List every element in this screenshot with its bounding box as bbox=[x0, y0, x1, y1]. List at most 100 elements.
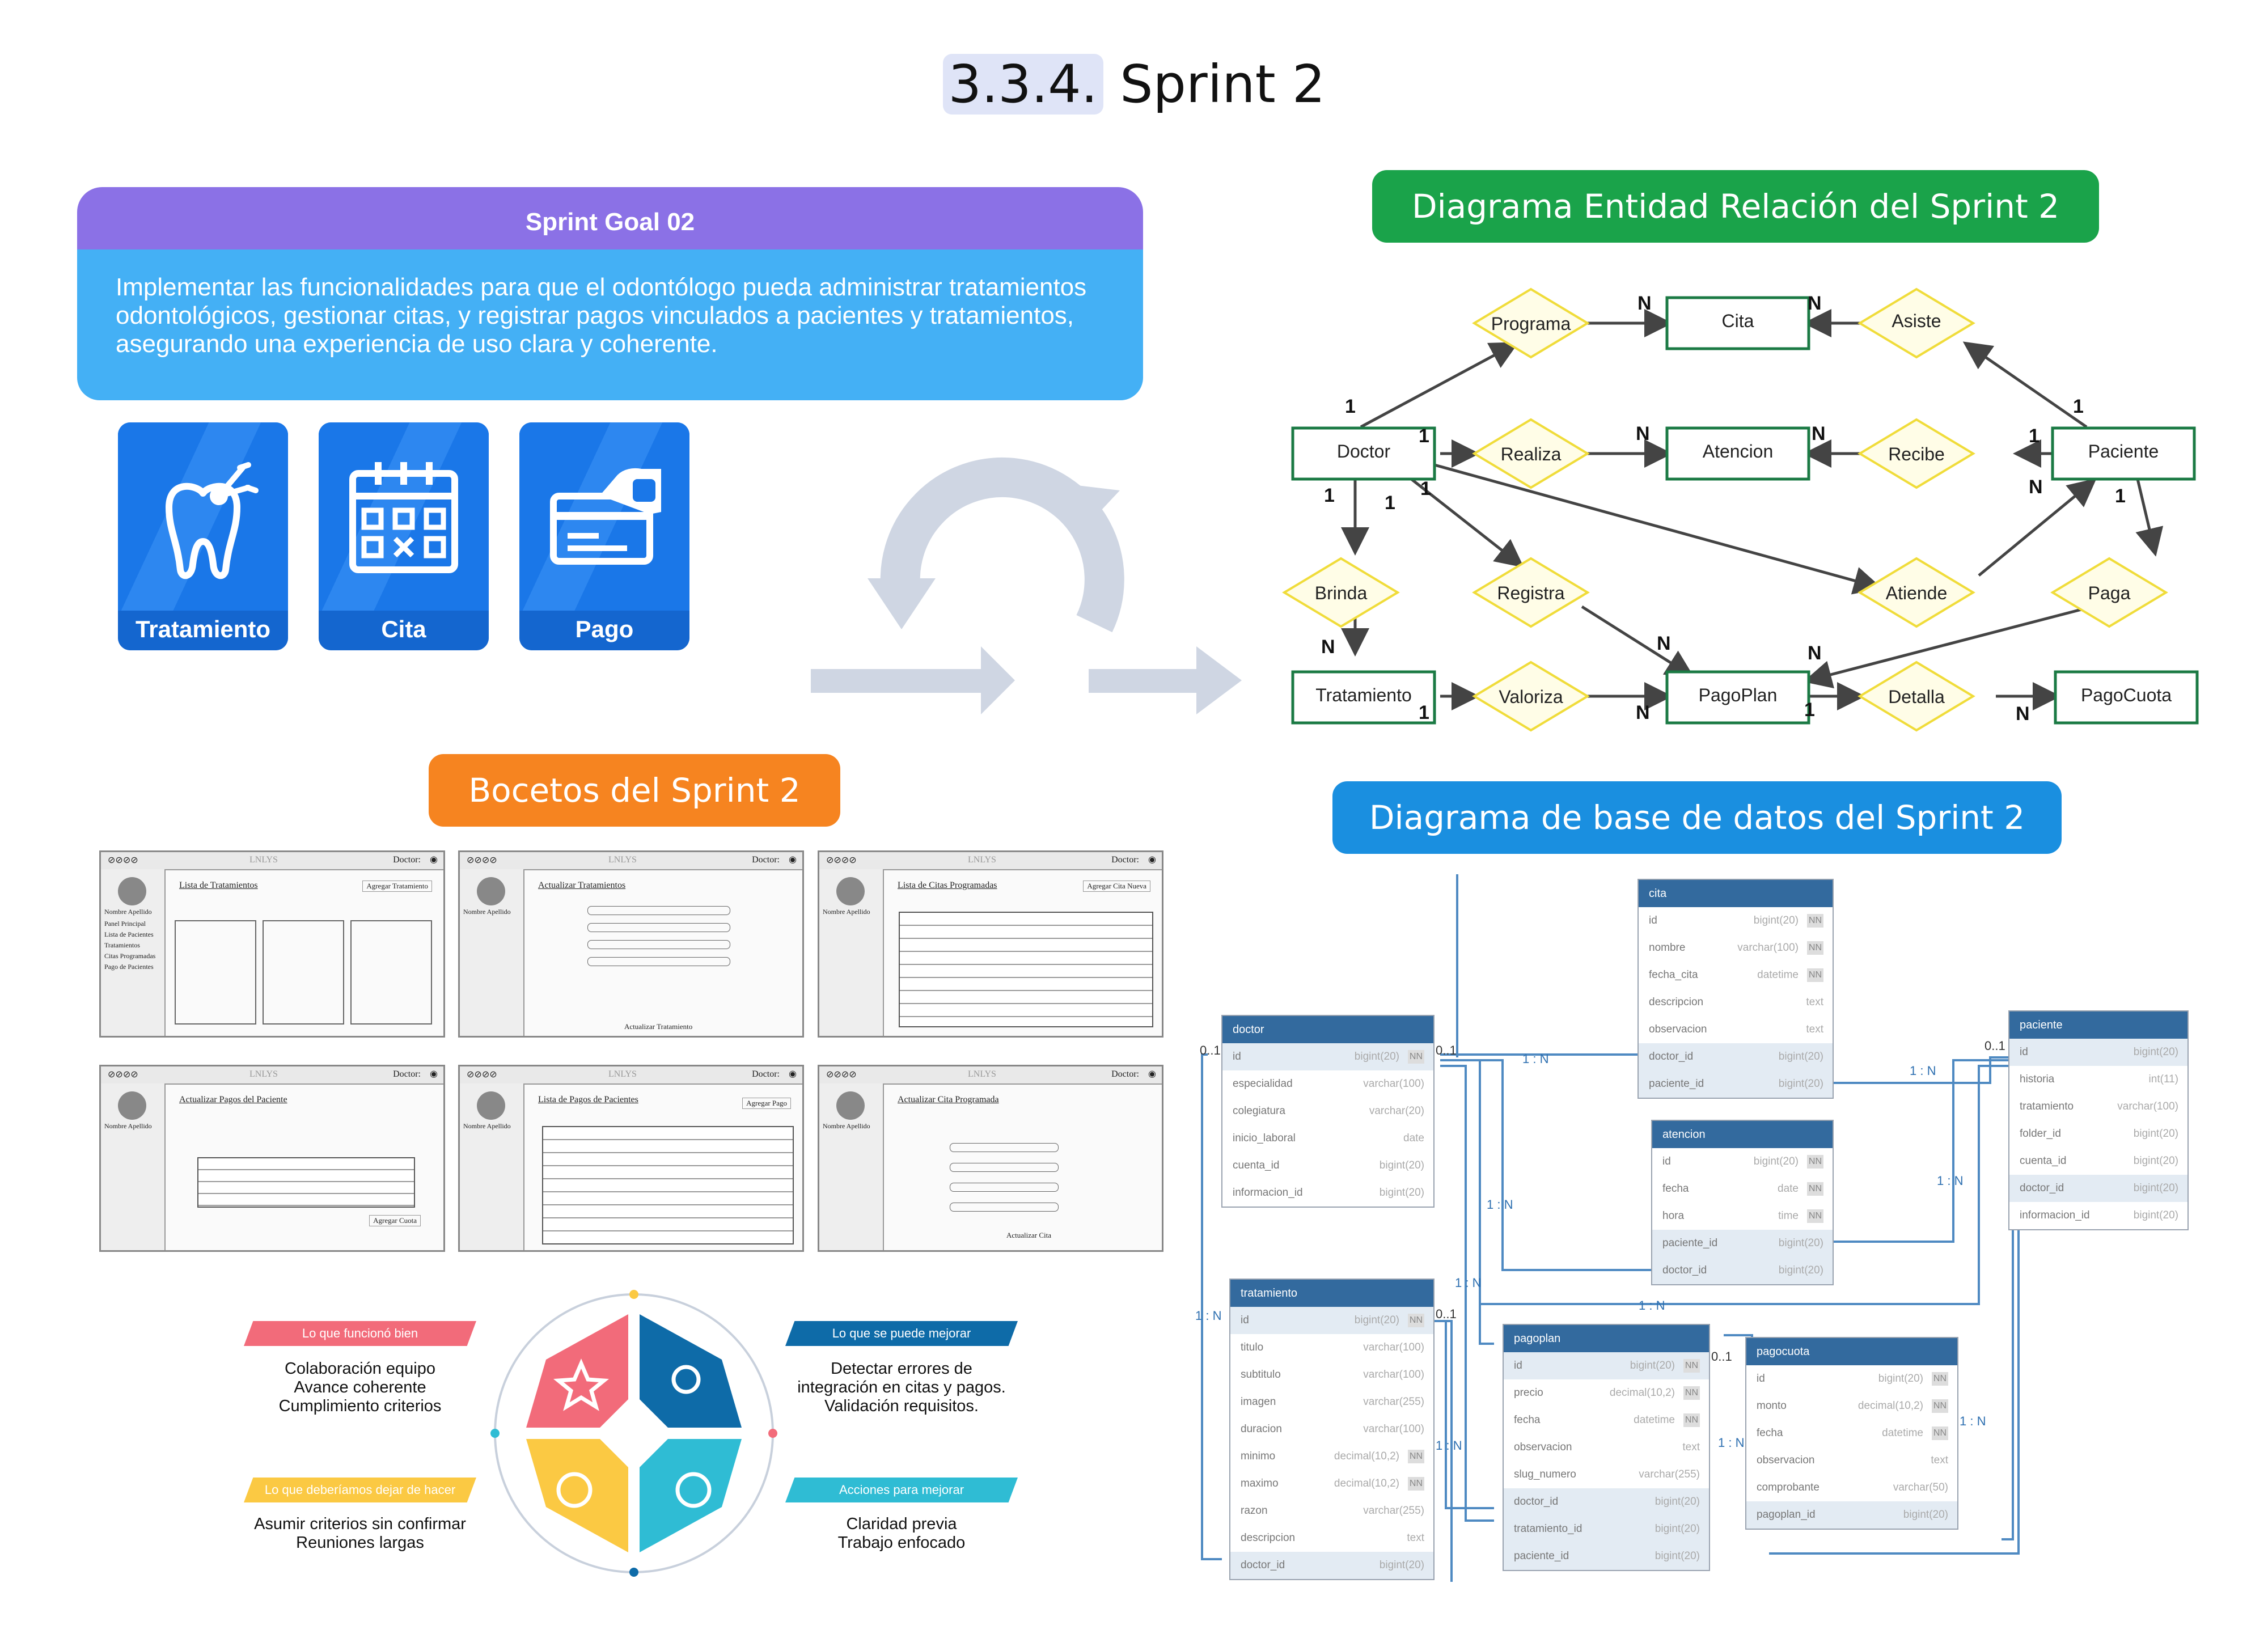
sprint-goal-line: Implementar las funcionalidades para que… bbox=[116, 273, 1087, 301]
doctor-label: Doctor: bbox=[1111, 855, 1139, 865]
doctor-label: Doctor: bbox=[393, 855, 421, 865]
app-logo: LNLYS bbox=[249, 855, 278, 865]
sketches-title: Bocetos del Sprint 2 bbox=[429, 754, 840, 827]
db-rel-label: 1 : N bbox=[1639, 1298, 1665, 1313]
user-name: Nombre Apellido bbox=[463, 908, 511, 916]
cardinality: N bbox=[1636, 702, 1650, 723]
cardinality: 1 bbox=[2115, 485, 2126, 507]
sprint-goal-line: odontológicos, gestionar citas, y regist… bbox=[116, 302, 1074, 329]
doctor-label: Doctor: bbox=[393, 1069, 421, 1079]
cardinality: N bbox=[2016, 703, 2030, 725]
menu-item[interactable]: Citas Programadas bbox=[104, 952, 156, 960]
table-name: doctor bbox=[1222, 1016, 1433, 1043]
feature-label: Tratamiento bbox=[118, 611, 288, 650]
doctor-label: Doctor: bbox=[752, 855, 780, 865]
user-icon: ◉ bbox=[789, 855, 797, 865]
user-name: Nombre Apellido bbox=[463, 1122, 511, 1130]
db-rel-label: 1 : N bbox=[1436, 1438, 1462, 1453]
calendar-icon bbox=[349, 462, 458, 573]
menu-item[interactable]: Pago de Pacientes bbox=[104, 963, 154, 971]
retro-q3-heading: Lo que deberíamos dejar de hacer bbox=[244, 1478, 476, 1502]
table-name: tratamiento bbox=[1230, 1280, 1433, 1307]
er-rel-atiende: Atiende bbox=[1885, 583, 1948, 603]
sketch-title: Actualizar Tratamientos bbox=[538, 881, 626, 890]
app-logo: LNLYS bbox=[249, 1069, 278, 1079]
db-rel-label: 1 : N bbox=[1195, 1309, 1222, 1323]
sprint-goal-heading: Sprint Goal 02 bbox=[77, 187, 1143, 249]
er-rel-valoriza: Valoriza bbox=[1499, 687, 1563, 707]
menu-item[interactable]: Panel Principal bbox=[104, 920, 146, 928]
sprint-goal-body: Implementar las funcionalidades para que… bbox=[77, 249, 1143, 400]
cardinality: 1 bbox=[1419, 702, 1429, 723]
user-name: Nombre Apellido bbox=[823, 1122, 870, 1130]
menu-item[interactable]: Lista de Pacientes bbox=[104, 930, 154, 938]
sketch-action[interactable]: Agregar Cuota bbox=[369, 1215, 421, 1226]
feature-label: Pago bbox=[519, 611, 689, 650]
retro-line: Validación requisitos. bbox=[824, 1397, 979, 1415]
page-title: 3.3.4. Sprint 2 bbox=[0, 54, 2268, 115]
sketch-action[interactable]: Actualizar Cita bbox=[1006, 1231, 1052, 1239]
cardinality: 1 bbox=[2029, 425, 2039, 447]
er-entity-pagoplan: PagoPlan bbox=[1698, 685, 1778, 705]
sketch-action[interactable]: Agregar Tratamiento bbox=[362, 881, 432, 892]
cardinality: N bbox=[1636, 423, 1650, 445]
cardinality: 1 bbox=[1804, 699, 1815, 721]
section-title: Sprint 2 bbox=[1120, 54, 1326, 115]
user-icon: ◉ bbox=[430, 855, 438, 865]
avatar bbox=[836, 877, 865, 905]
er-diagram bbox=[1282, 287, 2199, 732]
cardinality: 1 bbox=[2073, 396, 2084, 417]
cardinality: N bbox=[2029, 476, 2043, 498]
tooth-icon bbox=[166, 462, 259, 579]
app-logo: LNLYS bbox=[608, 1069, 637, 1079]
sketch-action[interactable]: Agregar Pago bbox=[742, 1098, 791, 1109]
er-entity-pagocuota: PagoCuota bbox=[2080, 685, 2172, 705]
avatar bbox=[477, 877, 505, 905]
cardinality: 1 bbox=[1324, 485, 1335, 506]
retro-line: Trabajo enfocado bbox=[837, 1534, 966, 1552]
user-icon: ◉ bbox=[430, 1069, 438, 1079]
feature-card-cita: Cita bbox=[319, 422, 489, 650]
payment-card-icon bbox=[550, 468, 661, 565]
er-entity-doctor: Doctor bbox=[1336, 441, 1391, 462]
sketch-action[interactable]: Agregar Cita Nueva bbox=[1083, 881, 1150, 892]
db-rel-label: 1 : N bbox=[1960, 1414, 1986, 1428]
doctor-label: Doctor: bbox=[1111, 1069, 1139, 1079]
db-rel-label: 1 : N bbox=[1522, 1052, 1549, 1066]
avatar bbox=[118, 1091, 146, 1120]
er-rel-brinda: Brinda bbox=[1314, 583, 1368, 603]
cardinality: 1 bbox=[1420, 478, 1431, 499]
retro-line: Claridad previa bbox=[846, 1515, 957, 1533]
user-name: Nombre Apellido bbox=[104, 1122, 152, 1130]
er-entity-cita: Cita bbox=[1721, 311, 1754, 331]
retro-q4-heading: Acciones para mejorar bbox=[785, 1478, 1018, 1502]
feature-card-pago: Pago bbox=[519, 422, 689, 650]
db-rel-label: 1 : N bbox=[1487, 1197, 1513, 1212]
db-rel-label: 0..1 bbox=[1984, 1039, 2005, 1053]
db-rel-label: 1 : N bbox=[1455, 1276, 1482, 1290]
cardinality: N bbox=[1812, 423, 1826, 445]
er-rel-asiste: Asiste bbox=[1892, 311, 1941, 331]
table-name: cita bbox=[1639, 880, 1833, 907]
er-entity-atencion: Atencion bbox=[1702, 441, 1774, 462]
user-name: Nombre Apellido bbox=[823, 908, 870, 916]
feature-card-tratamiento: Tratamiento bbox=[118, 422, 288, 650]
sketch-action[interactable]: Actualizar Tratamiento bbox=[624, 1022, 693, 1031]
sketch-title: Lista de Citas Programadas bbox=[898, 881, 997, 890]
avatar bbox=[477, 1091, 505, 1120]
cardinality: N bbox=[1321, 636, 1335, 658]
retro-line: Reuniones largas bbox=[296, 1534, 424, 1552]
cardinality: N bbox=[1637, 293, 1652, 314]
menu-item[interactable]: Tratamientos bbox=[104, 941, 140, 949]
